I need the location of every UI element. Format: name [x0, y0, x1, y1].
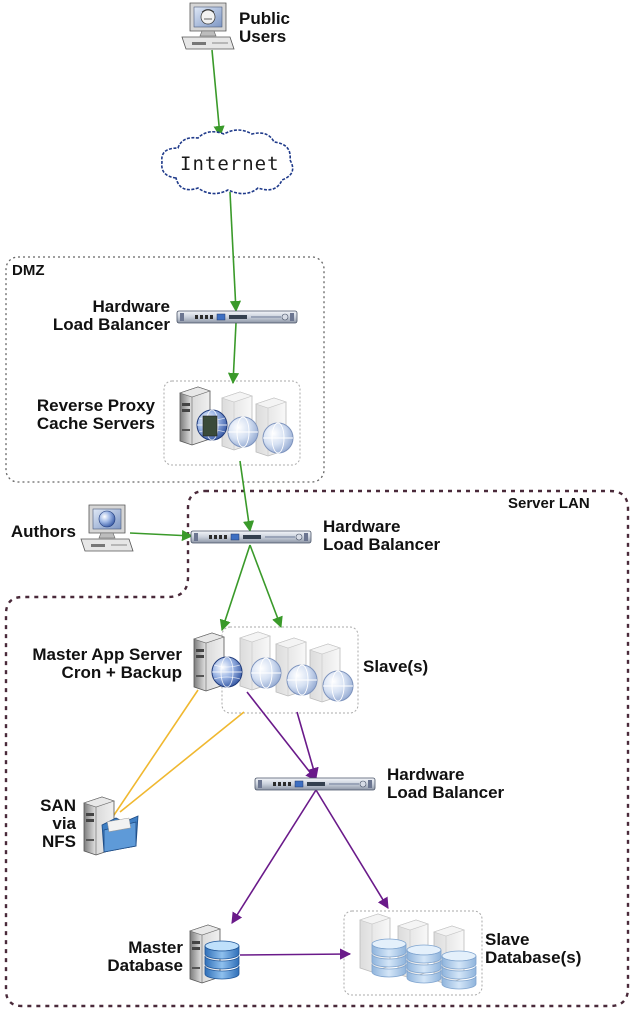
connections — [111, 49, 389, 960]
hw-lb-lan-label-line1: Hardware — [323, 517, 400, 536]
web-server-icon — [193, 632, 243, 692]
link-master-db-slave-db — [239, 948, 352, 960]
rack-appliance-icon — [254, 777, 376, 791]
slave-db-label-line1: Slave — [485, 930, 529, 949]
internet-node[interactable]: Internet — [160, 129, 294, 195]
link-master-san — [111, 689, 199, 819]
san-label-line1: SAN — [40, 796, 76, 815]
cloud-icon — [160, 129, 294, 195]
slave-db-label-line2: Database(s) — [485, 948, 581, 967]
link-slaves-san — [119, 711, 245, 813]
public-users-label-line2: Users — [239, 27, 286, 46]
san-label-line2: via — [52, 814, 76, 833]
link-proxy-lb-lan — [239, 460, 255, 533]
hw-lb-db-label-line1: Hardware — [387, 765, 464, 784]
server-lan-zone — [4, 489, 630, 1008]
link-lb-db-master-db — [231, 789, 317, 924]
web-server-cluster-icon — [239, 631, 354, 703]
link-lb-db-slave-db — [315, 789, 389, 909]
link-internet-lb-dmz — [229, 191, 242, 313]
hw-lb-lan-label-line2: Load Balancer — [323, 535, 441, 554]
link-lb-lan-master — [219, 544, 251, 632]
master-app-label-line1: Master App Server — [32, 645, 182, 664]
slave-db-node[interactable]: Slave Database(s) — [359, 913, 581, 990]
slaves-label: Slave(s) — [363, 657, 428, 676]
reverse-proxy-label-line1: Reverse Proxy — [37, 396, 156, 415]
reverse-proxy-label-line2: Cache Servers — [37, 414, 155, 433]
workstation-globe-icon — [80, 504, 134, 552]
link-slaves-lb-db — [296, 711, 319, 780]
san-label-line3: NFS — [42, 832, 76, 851]
authors-node[interactable]: Authors — [11, 504, 134, 552]
authors-label: Authors — [11, 522, 76, 541]
reverse-proxy-node[interactable]: Reverse Proxy Cache Servers — [37, 386, 294, 457]
dmz-zone-label: DMZ — [12, 262, 45, 279]
master-db-node[interactable]: Master Database — [107, 924, 240, 984]
hw-lb-db-label-line2: Load Balancer — [387, 783, 505, 802]
slave-db-cluster-box — [343, 910, 483, 996]
hw-lb-dmz-label-line1: Hardware — [93, 297, 170, 316]
rack-appliance-icon — [190, 530, 312, 544]
server-cluster-icon — [179, 386, 294, 457]
slaves-node[interactable]: Slave(s) — [239, 631, 428, 703]
dmz-zone — [5, 256, 325, 483]
internet-label: Internet — [180, 153, 280, 175]
san-node[interactable]: SAN via NFS — [40, 796, 139, 856]
file-server-icon — [83, 796, 139, 856]
hw-lb-db-node[interactable]: Hardware Load Balancer — [254, 765, 505, 802]
link-authors-lb-lan — [129, 529, 194, 542]
link-lb-lan-slaves — [249, 544, 283, 629]
hw-lb-lan-node[interactable]: Hardware Load Balancer — [190, 517, 441, 554]
public-users-node[interactable]: Public Users — [181, 2, 290, 50]
server-lan-zone-label: Server LAN — [508, 495, 590, 512]
master-app-node[interactable]: Master App Server Cron + Backup — [32, 632, 243, 692]
link-master-lb-db — [246, 691, 317, 781]
master-db-label-line1: Master — [128, 938, 183, 957]
database-cluster-icon — [359, 913, 477, 990]
link-users-internet — [211, 49, 225, 138]
rack-appliance-icon — [176, 310, 298, 324]
public-users-label-line1: Public — [239, 9, 290, 28]
master-app-label-line2: Cron + Backup — [62, 663, 182, 682]
workstation-gnu-icon — [181, 2, 235, 50]
hw-lb-dmz-node[interactable]: Hardware Load Balancer — [53, 297, 298, 334]
master-db-label-line2: Database — [107, 956, 183, 975]
link-lb-dmz-proxy — [227, 322, 240, 385]
slave-cluster-box — [221, 626, 359, 714]
database-server-icon — [189, 924, 240, 984]
hw-lb-dmz-label-line2: Load Balancer — [53, 315, 171, 334]
